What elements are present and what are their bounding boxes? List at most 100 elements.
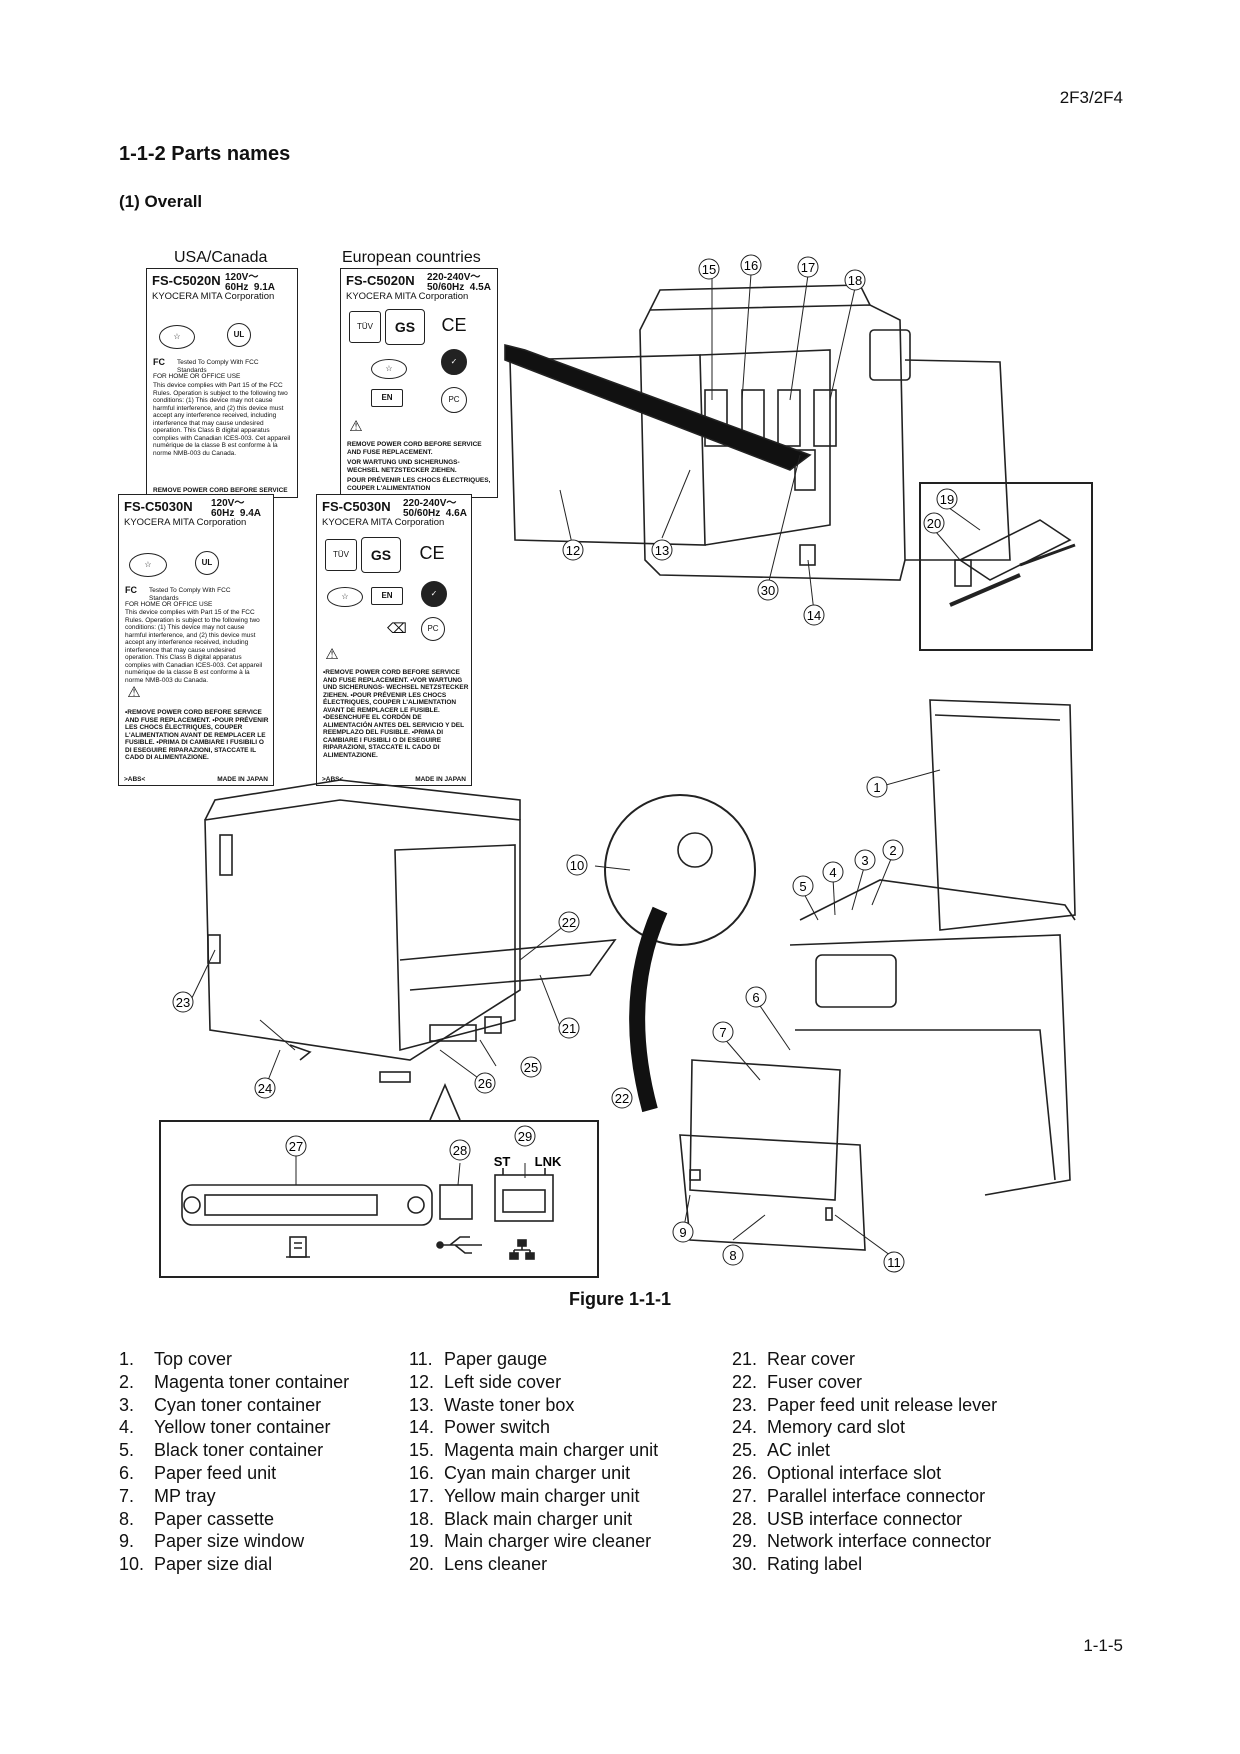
label-corp: KYOCERA MITA Corporation [124, 517, 247, 528]
list-item: 11.Paper gauge [409, 1349, 548, 1369]
list-item: 15.Magenta main charger unit [409, 1440, 659, 1461]
inset-paper-size-dial [604, 794, 756, 946]
svg-text:28: 28 [453, 1143, 467, 1158]
label-footer-left: >ABS< [124, 776, 146, 783]
svg-text:27: 27 [289, 1139, 303, 1154]
label-rating: 220-240V〜 50/60Hz 4.5A [427, 272, 491, 293]
label-rating: 120V〜 60Hz 9.1A [225, 272, 276, 293]
tuv-icon: TÜV [325, 539, 357, 571]
usb-port [439, 1184, 473, 1220]
label-warning: •REMOVE POWER CORD BEFORE SERVICE AND FU… [125, 709, 269, 761]
svg-text:13: 13 [655, 543, 669, 558]
label-footer-left: >ABS< [322, 776, 344, 783]
page-number: 1-1-5 [1083, 1636, 1123, 1655]
list-item: 14.Power switch [409, 1417, 551, 1438]
list-item: 2.Magenta toner container [119, 1371, 350, 1392]
callout-4: 4 [822, 861, 844, 883]
list-item: 18.Black main charger unit [409, 1508, 633, 1529]
printer-port-icon [286, 1236, 310, 1258]
list-item: 9.Paper size window [119, 1531, 305, 1552]
weee-bin-icon: ⌫ [387, 620, 407, 636]
printer-side-view [509, 284, 1011, 581]
callout-14: 14 [803, 604, 825, 626]
label-warning: REMOVE POWER CORD BEFORE SERVICE [153, 487, 288, 494]
list-item: 10.Paper size dial [119, 1554, 273, 1575]
ce-mark-icon: CE [419, 543, 445, 563]
ul-listed-icon: UL [227, 323, 251, 347]
list-item: 26.Optional interface slot [732, 1462, 942, 1483]
svg-text:10: 10 [570, 858, 584, 873]
svg-text:2: 2 [889, 843, 896, 858]
list-item: 23.Paper feed unit release lever [732, 1394, 998, 1415]
svg-text:17: 17 [801, 260, 815, 275]
fcc-logo-icon: FC [125, 585, 137, 595]
section-title: 1-1-2 Parts names [119, 143, 291, 165]
callout-12: 12 [562, 539, 584, 561]
leader-lines [189, 273, 981, 1259]
caution-icon: ⚠ [127, 684, 141, 701]
callout-28: 28 [449, 1139, 471, 1161]
paper-cassette [679, 1134, 866, 1251]
label-model: FS-C5020N [152, 273, 221, 288]
svg-text:29: 29 [518, 1129, 532, 1144]
label-corp: KYOCERA MITA Corporation [152, 291, 275, 302]
callout-30: 30 [757, 579, 779, 601]
list-item: 28.USB interface connector [732, 1508, 963, 1529]
callout-1: 1 [866, 776, 888, 798]
list-item: 16.Cyan main charger unit [409, 1462, 631, 1483]
list-item: 3.Cyan toner container [119, 1394, 322, 1415]
energy-mark-icon: EN [371, 389, 403, 407]
list-item: 1.Top cover [119, 1349, 233, 1369]
svg-text:30: 30 [761, 583, 775, 598]
figure-caption: Figure 1-1-1 [568, 1289, 672, 1309]
ethernet-port [494, 1174, 554, 1222]
callout-17: 17 [797, 256, 819, 278]
callout-26: 26 [474, 1072, 496, 1094]
callout-8: 8 [722, 1244, 744, 1266]
callout-19: 19 [936, 488, 958, 510]
lnk-led-label: LNK [535, 1154, 562, 1169]
svg-text:15: 15 [702, 262, 716, 277]
svg-text:6: 6 [752, 990, 759, 1005]
fcc-note: Tested To Comply With FCC Standards [149, 587, 231, 602]
parts-column-3: 21.Rear cover 22.Fuser cover 23.Paper fe… [732, 1348, 997, 1576]
energy-mark-icon: EN [371, 587, 403, 605]
list-item: 22.Fuser cover [732, 1371, 863, 1392]
list-item: 29.Network interface connector [732, 1531, 992, 1552]
printer-front-view [679, 699, 1076, 1251]
list-item: 6.Paper feed unit [119, 1462, 277, 1483]
printer-rear-view [204, 779, 617, 1083]
document-code: 2F3/2F4 [1059, 88, 1123, 107]
energy-star-icon: ☆ [327, 587, 363, 607]
rating-label-eu-c5020: FS-C5020N 220-240V〜 50/60Hz 4.5A KYOCERA… [340, 268, 498, 498]
svg-text:16: 16 [744, 258, 758, 273]
tuv-icon: TÜV [349, 311, 381, 343]
callout-16: 16 [740, 254, 762, 276]
list-item: 24.Memory card slot [732, 1417, 906, 1438]
ce-mark-icon: CE [441, 315, 467, 335]
energy-star-icon: ☆ [371, 359, 407, 379]
label-warning-2: VOR WARTUNG UND SICHERUNGS- WECHSEL NETZ… [347, 459, 460, 474]
svg-text:23: 23 [176, 995, 190, 1010]
svg-text:7: 7 [719, 1025, 726, 1040]
svg-text:14: 14 [807, 608, 821, 623]
svg-text:21: 21 [562, 1021, 576, 1036]
callout-13: 13 [651, 539, 673, 561]
callout-10: 10 [566, 854, 588, 876]
list-item: 27.Parallel interface connector [732, 1485, 986, 1506]
label-warning-1: REMOVE POWER CORD BEFORE SERVICE AND FUS… [347, 441, 482, 456]
svg-text:3: 3 [861, 853, 868, 868]
callout-9: 9 [672, 1221, 694, 1243]
label-model: FS-C5030N [322, 499, 391, 514]
svg-text:4: 4 [829, 865, 836, 880]
gs-mark-icon: GS [385, 309, 425, 345]
svg-text:5: 5 [799, 879, 806, 894]
ctick-icon: ✓ [421, 581, 447, 607]
svg-text:22: 22 [562, 915, 576, 930]
callout-2: 2 [882, 839, 904, 861]
list-item: 8.Paper cassette [119, 1508, 275, 1529]
svg-text:22: 22 [615, 1091, 629, 1106]
fcc-note: Tested To Comply With FCC Standards [177, 359, 259, 374]
list-item: 4.Yellow toner container [119, 1417, 331, 1438]
label-corp: KYOCERA MITA Corporation [322, 517, 445, 528]
